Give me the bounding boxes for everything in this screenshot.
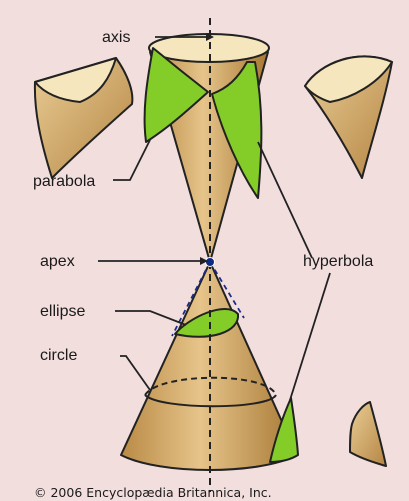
lower-cone-body (121, 262, 297, 470)
label-apex: apex (40, 253, 75, 270)
label-axis: axis (102, 29, 130, 46)
bottom-right-piece (350, 402, 386, 466)
lower-cone (121, 262, 298, 470)
copyright-notice: © 2006 Encyclopædia Britannica, Inc. (34, 485, 272, 500)
upper-cone (145, 34, 269, 262)
label-ellipse: ellipse (40, 303, 85, 320)
label-circle: circle (40, 347, 77, 364)
right-cut-piece (305, 56, 392, 178)
label-hyperbola: hyperbola (303, 253, 373, 270)
label-parabola: parabola (33, 173, 95, 190)
left-cut-piece (35, 58, 132, 178)
apex-dot (206, 258, 215, 267)
